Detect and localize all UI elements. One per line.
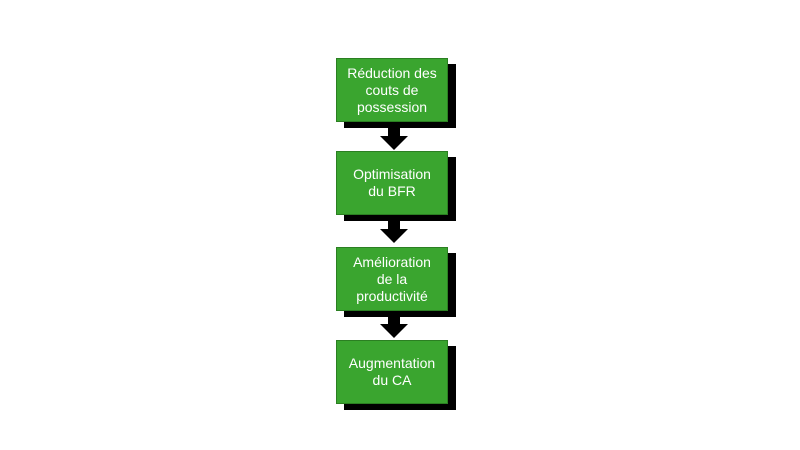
step-4-box: Augmentation du CA [336,340,448,404]
step-1-box: Réduction des couts de possession [336,58,448,122]
step-3-box: Amélioration de la productivité [336,247,448,311]
step-2: Optimisation du BFR [336,151,456,221]
step-3: Amélioration de la productivité [336,247,456,317]
step-2-box: Optimisation du BFR [336,151,448,215]
step-1: Réduction des couts de possession [336,58,456,128]
arrow-down-icon [380,312,408,338]
arrow-down-icon [380,124,408,150]
arrow-down-icon [380,217,408,243]
step-4: Augmentation du CA [336,340,456,410]
